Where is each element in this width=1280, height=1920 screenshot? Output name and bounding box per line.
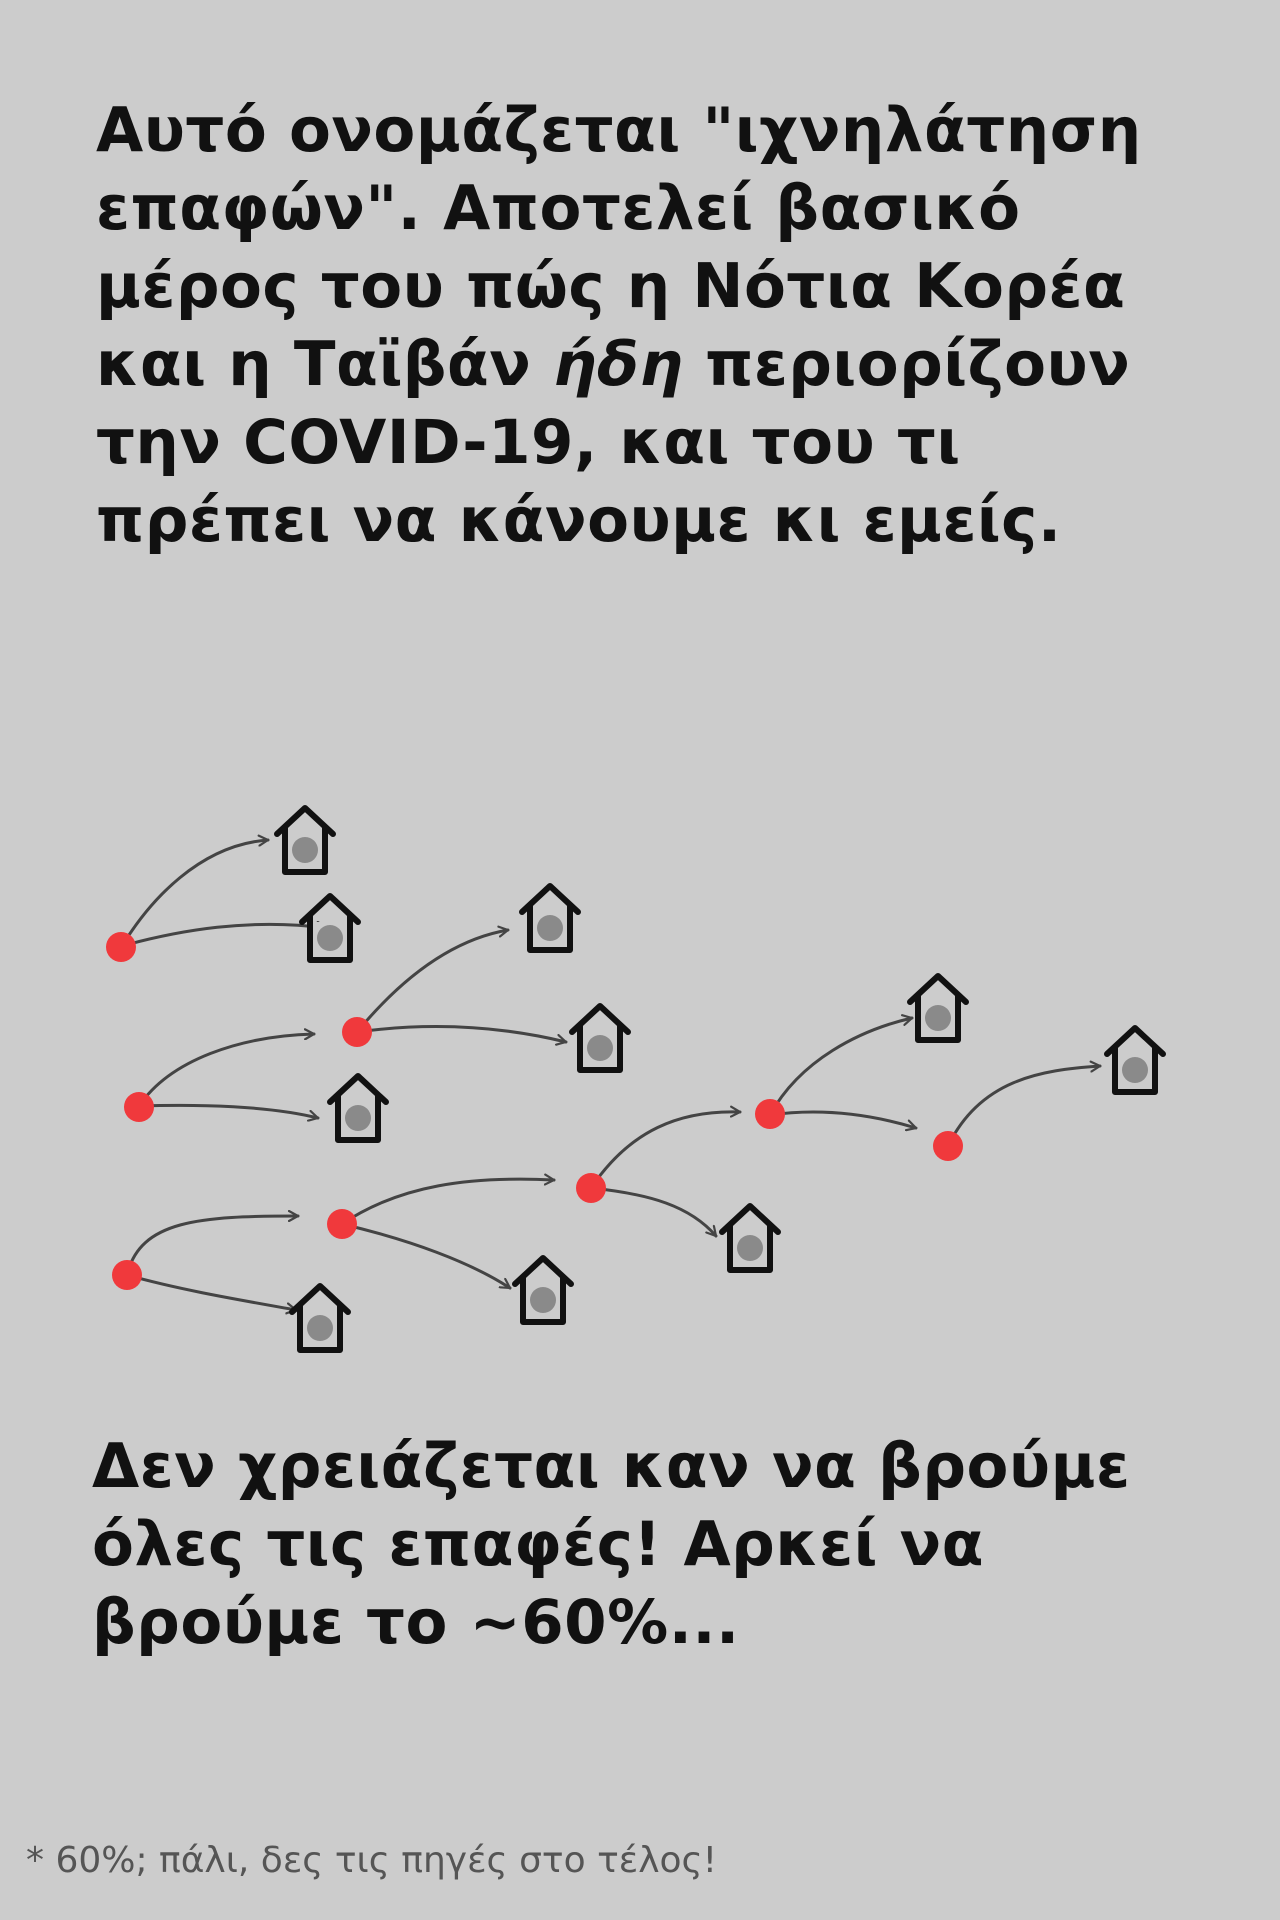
contact-arrow	[768, 1018, 914, 1117]
contact-arrow	[768, 1110, 918, 1128]
house-icon	[910, 976, 966, 1040]
infected-person-dot	[112, 1260, 142, 1290]
house-icon	[515, 1258, 571, 1322]
contact-arrow	[120, 840, 270, 948]
infected-person-dot	[576, 1173, 606, 1203]
infected-person-dot	[933, 1131, 963, 1161]
contact-arrow	[340, 1222, 512, 1290]
contact-arrow	[125, 1273, 298, 1310]
footnote-text: * 60%; πάλι, δες τις πηγές στο τέλος!	[26, 1840, 718, 1881]
contact-arrow	[355, 930, 510, 1034]
contact-tracing-diagram	[106, 780, 1280, 1400]
contact-arrow	[355, 1025, 568, 1042]
house-icon	[522, 886, 578, 950]
house-icon	[572, 1006, 628, 1070]
contact-arrow	[120, 924, 328, 948]
infected-person-dot	[342, 1017, 372, 1047]
contact-arrow	[125, 1216, 300, 1277]
contact-arrow	[340, 1179, 556, 1226]
intro-text-part2: περιορίζουν την COVID-19, και του τι πρέ…	[96, 329, 1131, 556]
intro-text-emphasis: ήδη	[553, 329, 684, 400]
infected-person-dot	[124, 1092, 154, 1122]
followup-text: Δεν χρειάζεται καν να βρούμε όλες τις επ…	[92, 1431, 1131, 1658]
infected-person-dot	[106, 932, 136, 962]
house-icon	[277, 808, 333, 872]
contact-arrow	[946, 1066, 1102, 1148]
intro-text-part1: Αυτό ονομάζεται "ιχνηλάτηση επαφών". Απο…	[96, 95, 1142, 400]
house-icon	[330, 1076, 386, 1140]
intro-text: Αυτό ονομάζεται "ιχνηλάτηση επαφών". Απο…	[96, 92, 1216, 560]
infected-person-dot	[755, 1099, 785, 1129]
house-icon	[292, 1286, 348, 1350]
contact-arrow	[137, 1034, 316, 1108]
contact-arrow	[137, 1103, 320, 1118]
house-icon	[1107, 1028, 1163, 1092]
infected-person-dot	[327, 1209, 357, 1239]
house-icon	[722, 1206, 778, 1270]
house-icon	[302, 896, 358, 960]
contact-arrow	[589, 1186, 718, 1238]
contact-arrow	[589, 1112, 742, 1190]
